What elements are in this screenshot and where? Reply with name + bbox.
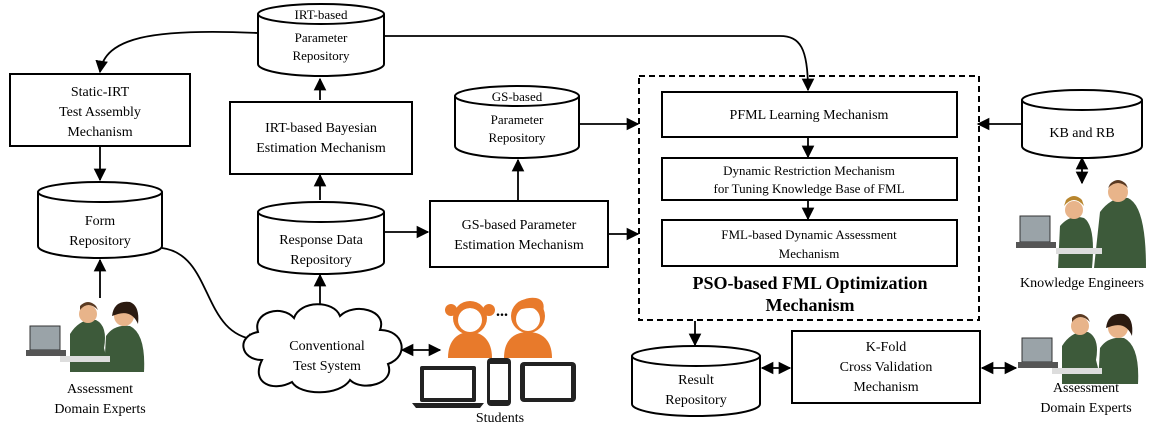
gs-estimation-box: GS-based Parameter Estimation Mechanism: [429, 200, 609, 268]
gs-param-repository: GS-based Parameter Repository: [454, 85, 580, 159]
experts-right-line-2: Domain Experts: [1040, 401, 1131, 416]
form-repo-line-1: Form: [85, 214, 115, 229]
student-boy-icon: [504, 297, 552, 358]
connectors: [93, 30, 1089, 375]
gs-repo-line-1: GS-based: [492, 89, 543, 104]
conventional-line-1: Conventional: [289, 339, 365, 354]
gs-repo-line-3: Repository: [488, 130, 546, 145]
response-data-repository: Response Data Repository: [257, 201, 385, 275]
pso-title-line-2: Mechanism: [766, 295, 855, 315]
student-girl-icon: [445, 301, 495, 358]
gs-repo-line-2: Parameter: [491, 112, 544, 127]
laptop-icon: [412, 366, 484, 408]
experts-right-line-1: Assessment: [1053, 381, 1119, 396]
irt-repo-line-2: Parameter: [295, 30, 348, 45]
pso-frame: PSO-based FML Optimization Mechanism: [638, 75, 980, 321]
irt-param-repository: IRT-based Parameter Repository: [257, 3, 385, 77]
kb-rb-label: KB and RB: [1049, 126, 1114, 141]
kfold-line-1: K-Fold: [866, 340, 906, 355]
assessment-experts-right-illustration: Assessment Domain Experts: [1018, 313, 1150, 416]
fml-assessment-line-1: FML-based Dynamic Assessment: [721, 227, 897, 242]
static-irt-line-2: Test Assembly: [59, 105, 141, 120]
experts-left-line-2: Domain Experts: [54, 402, 145, 417]
result-repo-line-1: Result: [678, 373, 714, 388]
kb-rb-repository: KB and RB: [1021, 89, 1143, 159]
knowledge-engineers-illustration: Knowledge Engineers: [1016, 180, 1152, 291]
experts-right-icon: [1018, 313, 1150, 384]
static-irt-line-3: Mechanism: [67, 125, 132, 140]
knowledge-engineers-label: Knowledge Engineers: [1020, 276, 1144, 291]
phone-icon: [487, 358, 511, 406]
fml-assessment-box: FML-based Dynamic Assessment Mechanism: [661, 219, 958, 267]
irt-bayesian-box: IRT-based Bayesian Estimation Mechanism: [229, 101, 413, 175]
form-repo-line-2: Repository: [69, 234, 130, 249]
irt-repo-line-3: Repository: [292, 48, 350, 63]
kfold-line-2: Cross Validation: [840, 360, 933, 375]
students-ellipsis: ...: [496, 303, 508, 320]
dynamic-line-2: for Tuning Knowledge Base of FML: [713, 181, 904, 196]
pfml-box: PFML Learning Mechanism: [661, 91, 958, 138]
dynamic-restriction-box: Dynamic Restriction Mechanism for Tuning…: [661, 157, 958, 201]
kfold-line-3: Mechanism: [853, 380, 918, 395]
tablet-icon: [520, 362, 576, 402]
irt-bayesian-line-1: IRT-based Bayesian: [265, 121, 377, 136]
response-repo-line-1: Response Data: [279, 233, 363, 248]
students-illustration: ... Students: [412, 297, 576, 426]
gs-estimation-line-1: GS-based Parameter: [462, 218, 577, 233]
gs-estimation-line-2: Estimation Mechanism: [454, 238, 584, 253]
conventional-test-system-cloud: Conventional Test System: [242, 303, 403, 394]
static-irt-line-1: Static-IRT: [71, 85, 130, 100]
irt-repo-line-1: IRT-based: [295, 7, 348, 22]
static-irt-box: Static-IRT Test Assembly Mechanism: [9, 73, 191, 147]
conventional-line-2: Test System: [293, 359, 361, 374]
fml-assessment-line-2: Mechanism: [779, 246, 840, 261]
result-repo-line-2: Repository: [665, 393, 726, 408]
assessment-experts-left-illustration: Assessment Domain Experts: [24, 300, 156, 417]
pfml-label: PFML Learning Mechanism: [730, 108, 889, 123]
response-repo-line-2: Repository: [290, 253, 351, 268]
experts-left-line-1: Assessment: [67, 382, 133, 397]
kfold-box: K-Fold Cross Validation Mechanism: [791, 330, 981, 404]
experts-left-icon: [24, 300, 156, 372]
dynamic-line-1: Dynamic Restriction Mechanism: [723, 163, 895, 178]
form-repository: Form Repository: [37, 181, 163, 259]
irt-bayesian-line-2: Estimation Mechanism: [256, 141, 386, 156]
students-label: Students: [476, 411, 524, 426]
result-repository: Result Repository: [631, 345, 761, 417]
pso-title-line-1: PSO-based FML Optimization: [692, 273, 927, 293]
knowledge-engineers-icon: [1016, 180, 1152, 268]
